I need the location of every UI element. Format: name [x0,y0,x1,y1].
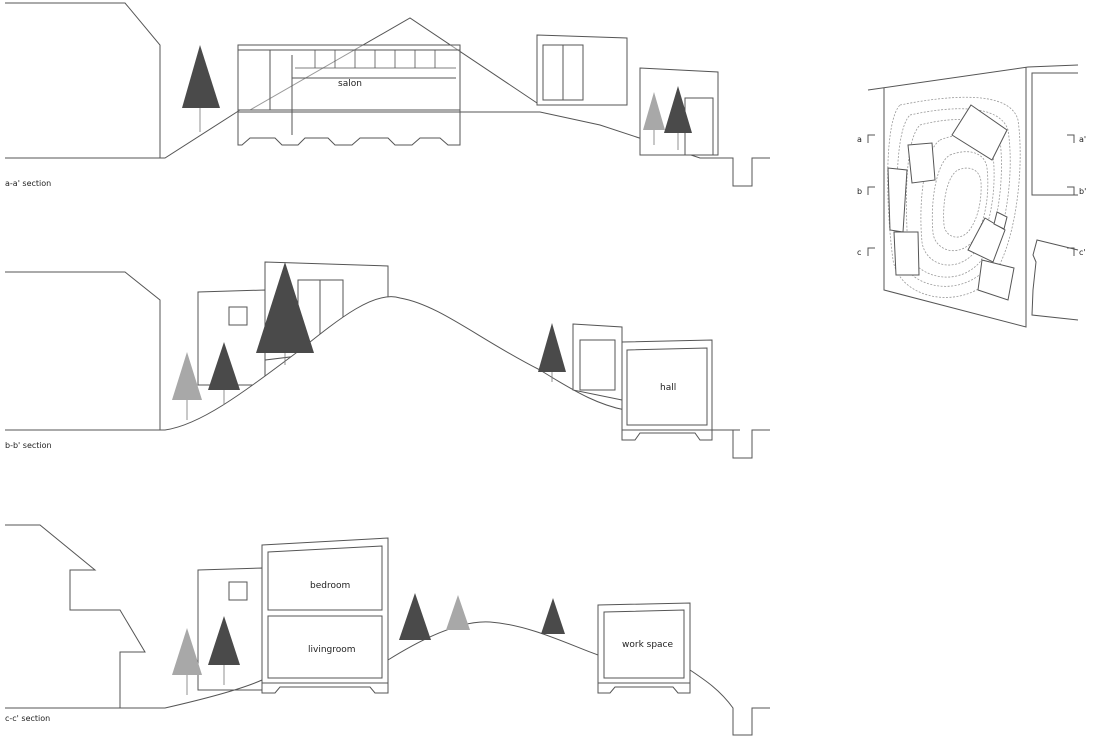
section-c: bedroom livingroom work space c-c' secti… [5,524,770,736]
tree-dark [399,593,431,640]
section-label-c: c-c' section [5,714,50,723]
tree-dark [208,616,240,685]
neighbor-house-a [5,2,161,158]
tree-dark [182,45,220,132]
salon-building: salon [237,44,461,146]
ground-line-a [5,109,241,159]
room-label-livingroom: livingroom [308,645,356,655]
marker-a: a [857,135,862,144]
marker-b-prime: b' [1079,187,1086,196]
marker-c-prime: c' [1079,248,1086,257]
tree-light [643,92,665,145]
plan-building [951,104,1008,161]
room-label-work-space: work space [622,640,674,650]
marker-b: b [857,187,862,196]
tree-dark [208,342,240,405]
ground-pit-b [712,429,770,459]
tree-light [172,628,202,695]
plan-building [887,167,908,233]
tree-dark [541,598,565,634]
section-a: salon a-a' section [5,2,770,188]
plan-building [977,259,1015,301]
plan-building [893,231,920,276]
marker-c: c [857,248,861,257]
neighbor-house-b [5,271,161,430]
tree-dark [664,86,692,150]
section-b: hall b-b' section [5,261,770,459]
plan-building [993,211,1008,230]
tree-dark-large [256,262,314,365]
room-label-salon: salon [338,79,362,89]
bedroom-livingroom-building: bedroom livingroom [261,537,389,694]
house-west-c [197,567,263,691]
marker-a-prime: a' [1079,135,1086,144]
plan-building [907,142,936,184]
section-label-a: a-a' section [5,179,51,188]
tree-light [172,352,202,420]
section-label-b: b-b' section [5,441,52,450]
section-markers: a b c a' b' c' [857,134,1086,257]
workspace-building: work space [597,602,691,694]
hill-over-salon [249,17,541,111]
tree-dark [538,323,566,382]
site-plan: a b c a' b' c' [857,64,1086,328]
room-label-hall: hall [660,383,676,393]
tree-light [446,595,470,630]
house-east-a [536,34,719,156]
ground-line-c [5,621,770,736]
neighbor-house-c [5,524,146,708]
hall-building: hall [572,323,713,441]
room-label-bedroom: bedroom [310,581,350,591]
ground-line-a-east [460,111,770,187]
